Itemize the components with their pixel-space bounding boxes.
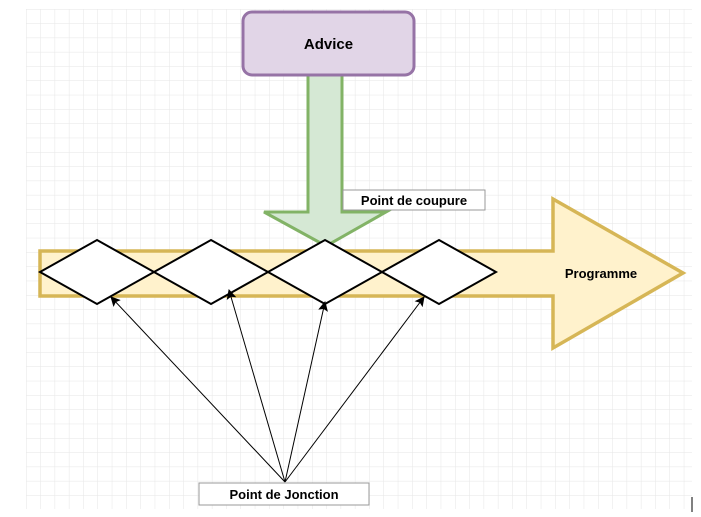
join-point-arrow	[226, 289, 286, 483]
join-point-arrow	[284, 296, 425, 483]
join-point-label: Point de Jonction	[229, 487, 338, 502]
advice-label: Advice	[304, 36, 353, 53]
cut-point-label: Point de coupure	[361, 193, 467, 208]
join-point-label-box	[198, 482, 370, 506]
join-point-diamond	[379, 238, 499, 306]
advice-arrow	[263, 72, 392, 248]
advice-box	[241, 10, 416, 77]
join-point-diamond	[151, 238, 271, 306]
join-point-diamond	[37, 238, 157, 306]
join-point-arrow	[110, 296, 286, 483]
join-point-arrow	[284, 301, 328, 483]
program-label: Programme	[565, 266, 637, 281]
cut-point-label-box	[342, 189, 486, 211]
